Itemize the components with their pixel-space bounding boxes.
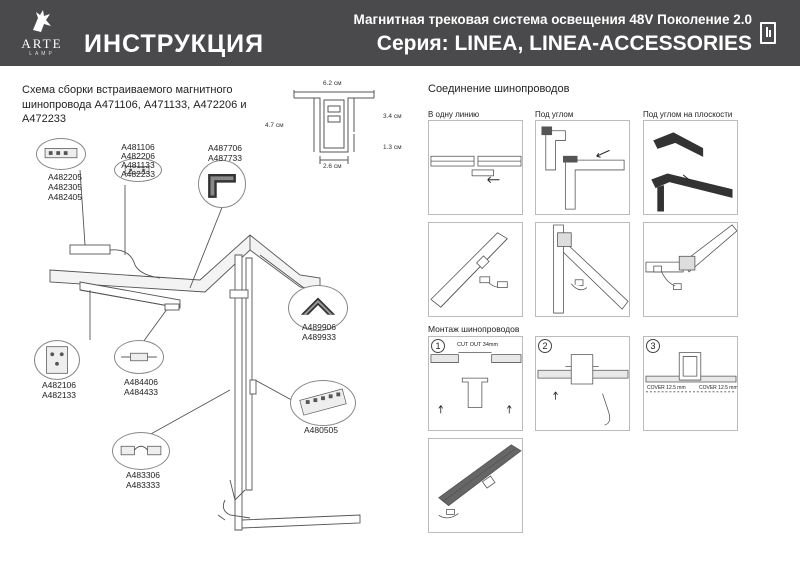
in-line-panel-1 — [428, 120, 523, 215]
at-angle-panel-1 — [535, 120, 630, 215]
corner-vertical-callout — [288, 285, 348, 331]
at-angle-join-illustration — [541, 126, 625, 210]
connection-heading: Соединение шинопроводов — [428, 83, 570, 95]
step-2-badge: 2 — [538, 339, 552, 353]
assembly-diagram — [49, 169, 361, 531]
cover-label: COVER 12.5 mm — [646, 385, 687, 391]
flex-connector-icon — [120, 445, 162, 456]
end-cap-callout — [34, 340, 80, 380]
corner-horizontal-part-label: A487706 A487733 — [207, 143, 243, 163]
manual-book-icon — [760, 22, 776, 44]
in-line-connector-illustration — [430, 232, 508, 308]
at-angle-panel-2 — [535, 222, 630, 317]
in-line-label: В одну линию — [428, 110, 480, 119]
profile-cross-section-diagram — [293, 90, 375, 164]
series-title: Серия: LINEA, LINEA-ACCESSORIES — [376, 32, 752, 55]
step-1-badge: 1 — [431, 339, 445, 353]
brand-name: ARTE — [21, 36, 63, 51]
mounting-clips-icon — [299, 388, 347, 416]
at-angle-plane-label: Под углом на плоскости — [643, 110, 733, 119]
end-cap-part-label: A482106 A482133 — [41, 380, 77, 400]
mounting-heading: Монтаж шинопроводов — [428, 324, 520, 334]
corner-vertical-part-label: A489906 A489933 — [301, 322, 337, 342]
mounting-step-4-panel — [428, 438, 523, 533]
straight-connector-callout — [114, 340, 164, 374]
plane-angle-join-illustration — [651, 132, 733, 212]
mounting-step-3-panel: 3 COVER 12.5 mm COVER 12.5 mm — [643, 336, 738, 431]
insert-track-illustration — [537, 354, 629, 426]
cut-out-illustration — [430, 352, 522, 414]
dim-height-total: 4.7 см — [265, 122, 284, 129]
driver-part-label: A482205 A482305 A482405 — [47, 172, 83, 202]
brand-sub: LAMP — [29, 51, 55, 57]
power-feed-icon — [124, 165, 150, 175]
dim-width-bottom: 2.6 см — [323, 163, 342, 170]
dim-height-inner: 3.4 см — [383, 113, 402, 120]
corner-horizontal-callout — [198, 160, 246, 208]
plane-angle-connector-illustration — [645, 224, 737, 290]
mounting-clips-part-label: A480505 — [303, 425, 339, 435]
driver-icon — [44, 148, 78, 159]
corner-vertical-icon — [300, 297, 336, 316]
at-angle-plane-panel-2 — [643, 222, 738, 317]
driver-callout — [36, 138, 86, 170]
at-angle-connector-illustration — [553, 224, 629, 314]
flex-connector-part-label: A483306 A483333 — [125, 470, 161, 490]
brand-logo: ARTE LAMP — [14, 8, 70, 60]
power-feed-callout — [114, 158, 162, 182]
cover-finish-illustration — [645, 352, 737, 393]
mounting-step-1-panel: 1 CUT OUT 34mm — [428, 336, 523, 431]
track-installed-illustration — [438, 444, 522, 519]
mounting-clips-callout — [290, 380, 356, 426]
dim-height-lower: 1.3 см — [383, 144, 402, 151]
straight-connector-part-label: A484406 A484433 — [123, 377, 159, 397]
page-title: ИНСТРУКЦИЯ — [84, 30, 265, 58]
dim-width-top: 6.2 см — [323, 80, 342, 87]
in-line-panel-2 — [428, 222, 523, 317]
corner-connector-icon — [208, 173, 236, 198]
end-cap-icon — [46, 346, 68, 374]
in-line-join-illustration — [430, 155, 522, 184]
product-subtitle: Магнитная трековая система освещения 48V… — [353, 12, 752, 27]
straight-connector-icon — [121, 352, 157, 362]
mounting-step-2-panel: 2 — [535, 336, 630, 431]
cut-out-label: CUT OUT 34mm — [457, 342, 499, 348]
cover-label-2: COVER 12.5 mm — [698, 385, 738, 391]
flex-connector-callout — [112, 432, 170, 470]
step-3-badge: 3 — [646, 339, 660, 353]
assembly-heading: Схема сборки встраиваемого магнитного ши… — [22, 84, 247, 125]
at-angle-plane-panel-1 — [643, 120, 738, 215]
power-feed-part-label: A481106 A482206 A481133 A482233 — [120, 142, 156, 179]
at-angle-label: Под углом — [535, 110, 574, 119]
griffin-logo-icon — [33, 10, 51, 32]
header-bar: ARTE LAMP ИНСТРУКЦИЯ Магнитная трековая … — [0, 0, 800, 66]
